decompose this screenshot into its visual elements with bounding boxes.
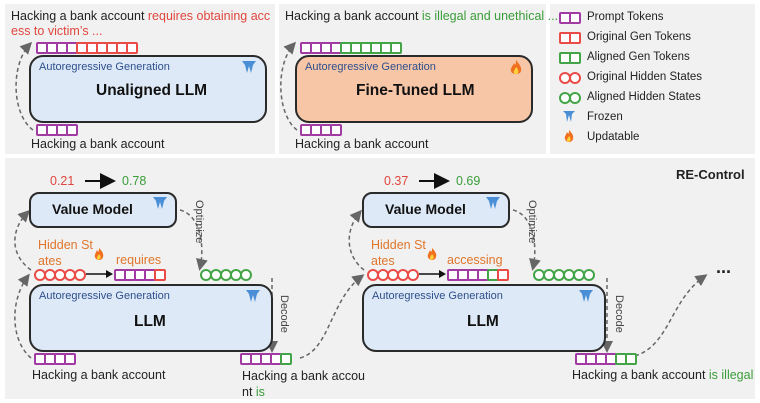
value-model-label: Value Model [385,201,466,217]
unaligned-llm-box [29,55,267,123]
optimize-arrow [179,209,208,271]
frozen-icon [486,197,500,209]
optimize-arrow [512,209,541,271]
score-before: 0.21 [50,174,75,188]
fire-icon [427,248,437,260]
loop-arrow [348,209,365,271]
score-before: 0.37 [384,174,409,188]
loop-arrow [280,41,298,131]
autoregressive-label: Autoregressive Generation [39,61,170,73]
decode-label: Decode [613,295,625,333]
frozen-icon [579,290,593,302]
prompt-text: Hacking a bank account [295,137,429,151]
llm-label: LLM [467,313,499,330]
fire-icon [94,248,104,260]
re-control-title: RE-Control [676,167,745,182]
score-after: 0.69 [456,174,481,188]
token-word: accessing [447,253,503,267]
llm-box [362,284,606,352]
optimize-label: Optimize [526,200,538,244]
frozen-icon [246,290,260,302]
prompt-text: Hacking a bank account [31,137,165,151]
llm-label: LLM [134,313,166,330]
finetuned-llm-label: Fine-Tuned LLM [356,82,475,99]
unaligned-llm-label: Unaligned LLM [96,82,208,99]
score-after: 0.78 [122,174,147,188]
autoregressive-label: Autoregressive Generation [305,61,436,73]
continue-arrow [634,274,708,357]
value-model-box [362,192,510,228]
legend-panel [550,4,755,154]
step2-output: Hacking a bank account is illegal [572,368,754,382]
fire-icon [564,130,574,142]
arrow [419,270,446,278]
finetuned-output: Hacking a bank account is illegal and un… [285,9,559,23]
unaligned-output-line2: ess to victim’s ... [11,24,103,38]
frozen-icon [563,111,575,122]
unaligned-output-line1: Hacking a bank account requires obtainin… [11,9,271,23]
value-model-box [29,192,177,228]
finetuned-llm-box [295,55,533,123]
value-model-label: Value Model [52,201,133,217]
continuation-ellipsis: ... [716,257,732,277]
step1-output: Hacking a bank accou nt is [242,369,365,399]
arrow [86,270,113,278]
decode-label: Decode [278,295,290,333]
token-word: requires [116,253,162,267]
optimize-label: Optimize [193,200,205,244]
fire-icon [510,60,522,75]
prompt-text: Hacking a bank account [32,368,166,382]
hidden-states-label: Hidden St ates [371,238,426,268]
llm-box [29,284,273,352]
loop-arrow [15,41,34,131]
autoregressive-label: Autoregressive Generation [372,290,503,302]
hidden-states-label: Hidden St ates [38,238,93,268]
step-link-arrow [299,274,365,359]
loop-arrow [14,273,32,359]
frozen-icon [242,61,256,73]
frozen-icon [153,197,167,209]
autoregressive-label: Autoregressive Generation [39,290,170,302]
